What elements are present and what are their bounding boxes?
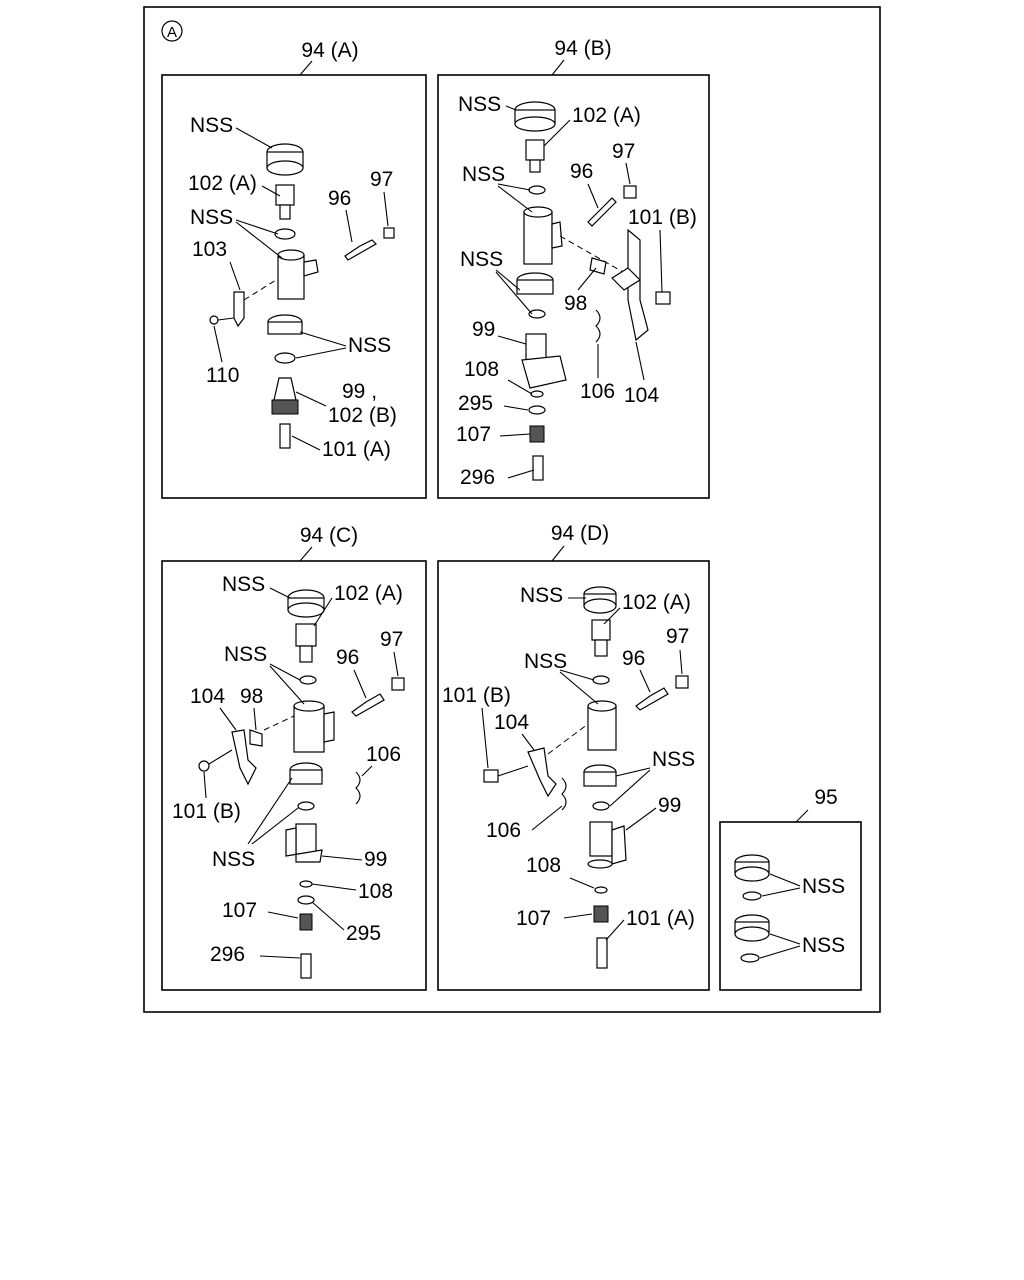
label-nss: NSS	[224, 643, 267, 666]
label-96: 96	[570, 160, 593, 183]
label-102b: 102 (B)	[328, 404, 397, 427]
panel-94d-title: 94 (D)	[551, 522, 609, 545]
label-nss: NSS	[190, 114, 233, 137]
panel-94c-parts	[198, 589, 405, 979]
label-101a: 101 (A)	[322, 438, 391, 461]
label-106: 106	[580, 380, 615, 403]
label-102a: 102 (A)	[334, 582, 403, 605]
label-104: 104	[624, 384, 659, 407]
label-101b: 101 (B)	[442, 684, 511, 707]
label-102a: 102 (A)	[572, 104, 641, 127]
label-nss: NSS	[802, 875, 845, 898]
panel-95-parts	[734, 854, 770, 963]
label-nss: NSS	[212, 848, 255, 871]
label-98: 98	[564, 292, 587, 315]
label-97: 97	[370, 168, 393, 191]
panel-94c: 94 (C)	[161, 524, 427, 991]
label-nss: NSS	[190, 206, 233, 229]
label-101b: 101 (B)	[172, 800, 241, 823]
label-97: 97	[666, 625, 689, 648]
label-nss: NSS	[458, 93, 501, 116]
panel-94d-parts	[483, 586, 689, 969]
label-99: 99 ,	[342, 380, 377, 403]
label-101a: 101 (A)	[626, 907, 695, 930]
panel-94c-title: 94 (C)	[300, 524, 358, 547]
label-nss: NSS	[222, 573, 265, 596]
panel-94b-title: 94 (B)	[554, 37, 611, 60]
outer-frame	[143, 6, 881, 1013]
label-108: 108	[358, 880, 393, 903]
panel-94b: 94 (B)	[437, 37, 710, 499]
label-296: 296	[460, 466, 495, 489]
label-nss: NSS	[802, 934, 845, 957]
label-99: 99	[658, 794, 681, 817]
panel-94b-parts	[514, 101, 671, 481]
panel-95-box	[719, 821, 862, 991]
label-107: 107	[516, 907, 551, 930]
label-110: 110	[206, 364, 239, 387]
label-102a: 102 (A)	[622, 591, 691, 614]
panel-94a-parts	[209, 143, 395, 449]
panel-95: 95 NSS NSS	[719, 786, 862, 991]
label-104: 104	[190, 685, 225, 708]
label-96: 96	[622, 647, 645, 670]
label-108: 108	[464, 358, 499, 381]
label-107: 107	[222, 899, 257, 922]
label-nss: NSS	[520, 584, 563, 607]
label-295: 295	[346, 922, 381, 945]
panel-94a: 94 (A) NSS 102 (A)	[161, 39, 427, 499]
label-107: 107	[456, 423, 491, 446]
label-nss: NSS	[652, 748, 695, 771]
panel-94a-title: 94 (A)	[301, 39, 358, 62]
frame-marker: A	[167, 24, 177, 41]
label-nss: NSS	[348, 334, 391, 357]
label-103: 103	[192, 238, 227, 261]
panel-94d: 94 (D) NSS	[437, 522, 710, 991]
label-nss: NSS	[524, 650, 567, 673]
panel-94b-box	[437, 74, 710, 499]
label-99: 99	[472, 318, 495, 341]
label-102a: 102 (A)	[188, 172, 257, 195]
label-nss: NSS	[462, 163, 505, 186]
frame-marker-circle	[161, 20, 183, 42]
label-98: 98	[240, 685, 263, 708]
panel-94d-box	[437, 560, 710, 991]
label-101b: 101 (B)	[628, 206, 697, 229]
label-97: 97	[380, 628, 403, 651]
label-96: 96	[336, 646, 359, 669]
label-295: 295	[458, 392, 493, 415]
label-296: 296	[210, 943, 245, 966]
panel-94a-box	[161, 74, 427, 499]
label-106: 106	[486, 819, 521, 842]
label-104: 104	[494, 711, 529, 734]
label-97: 97	[612, 140, 635, 163]
panel-94c-box	[161, 560, 427, 991]
panel-95-title: 95	[814, 786, 837, 809]
label-108: 108	[526, 854, 561, 877]
label-106: 106	[366, 743, 401, 766]
label-96: 96	[328, 187, 351, 210]
label-nss: NSS	[460, 248, 503, 271]
label-99: 99	[364, 848, 387, 871]
